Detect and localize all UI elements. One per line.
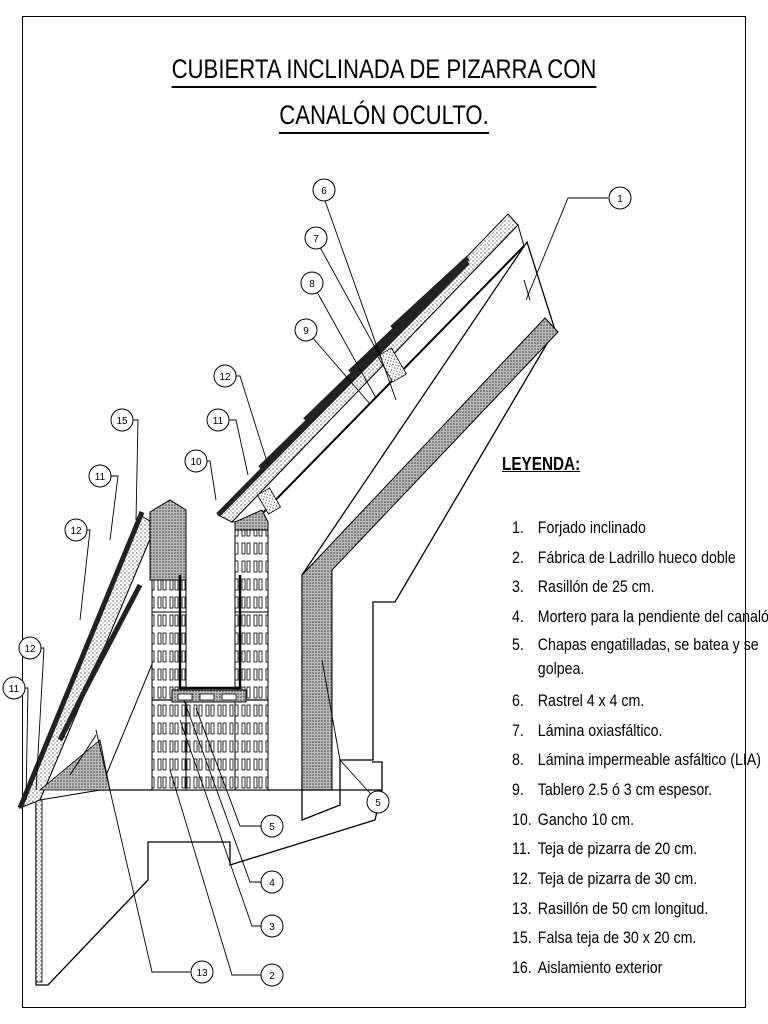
callout-8: 8 [300,271,324,295]
svg-text:7: 7 [313,234,319,245]
legend-item: 11.Teja de pizarra de 20 cm. [512,840,698,859]
drawing-title-line-1: CUBIERTA INCLINADA DE PIZARRA CON [69,54,699,88]
legend-item: 1.Forjado inclinado [512,519,646,537]
legend-item: 6.Rastrel 4 x 4 cm. [512,691,645,710]
callout-11c: 11 [2,676,26,700]
callout-3: 3 [260,914,284,938]
svg-text:13: 13 [196,968,208,979]
callout-13: 13 [190,960,214,984]
svg-text:1: 1 [617,194,623,205]
callout-2: 2 [260,963,284,987]
callout-1: 1 [608,186,632,210]
svg-text:2: 2 [269,971,275,982]
svg-text:10: 10 [190,457,202,468]
svg-text:3: 3 [269,922,275,933]
svg-text:5: 5 [269,822,275,833]
svg-text:12: 12 [219,372,231,383]
svg-text:4: 4 [269,878,275,889]
callout-12b: 12 [64,518,88,542]
legend-item: 16.Aislamiento exterior [512,959,663,978]
callout-9: 9 [294,318,318,342]
callout-7: 7 [304,226,328,250]
legend-item: 12.Teja de pizarra de 30 cm. [512,870,698,889]
legend-item: 5.Chapas engatilladas, se batea y se gol… [512,635,759,678]
svg-text:11: 11 [9,684,20,695]
legend-item: 2.Fábrica de Ladrillo hueco doble [512,548,736,567]
legend-item: 13.Rasillón de 50 cm longitud. [512,899,709,918]
legend-list: 1.Forjado inclinado 2.Fábrica de Ladrill… [512,514,768,984]
callout-11b: 11 [88,464,112,488]
legend-item: 3.Rasillón de 25 cm. [512,578,655,597]
legend: LEYENDA: 1.Forjado inclinado 2.Fábrica d… [502,454,768,977]
left-roof-layers [17,511,187,809]
svg-text:12: 12 [70,526,82,537]
svg-text:15: 15 [116,416,128,427]
callout-5a: 5 [260,814,284,838]
callout-12c: 12 [18,636,42,660]
callout-11a: 11 [206,408,230,432]
svg-text:8: 8 [309,279,315,290]
legend-item: 8.Lámina impermeable asfáltico (LIA) [512,751,761,770]
legend-item: 10.Gancho 10 cm. [512,810,635,829]
svg-text:6: 6 [321,186,327,197]
callout-4: 4 [260,870,284,894]
legend-item: 15.Falsa teja de 30 x 20 cm. [512,929,697,948]
callout-5b: 5 [366,790,390,814]
legend-item: 9.Tablero 2.5 ó 3 cm espesor. [512,780,713,799]
brick-walls [149,499,269,791]
legend-heading: LEYENDA: [502,454,581,474]
drawing-title-line-2: CANALÓN OCULTO. [69,100,699,134]
svg-text:12: 12 [24,644,36,655]
callout-6: 6 [312,178,336,202]
hidden-gutter [171,575,247,703]
legend-item: 4.Mortero para la pendiente del canalón. [512,608,768,627]
svg-text:11: 11 [95,472,106,483]
svg-text:5: 5 [375,798,381,809]
svg-text:9: 9 [303,326,309,337]
callout-10: 10 [184,449,208,473]
callout-markers: 1 2 3 4 5 5 6 7 8 9 10 11 11 11 12 12 12… [2,178,632,987]
callout-12a: 12 [213,364,237,388]
callout-15: 15 [110,408,134,432]
legend-item: 7.Lámina oxiasfáltico. [512,721,663,740]
svg-text:11: 11 [213,416,224,427]
